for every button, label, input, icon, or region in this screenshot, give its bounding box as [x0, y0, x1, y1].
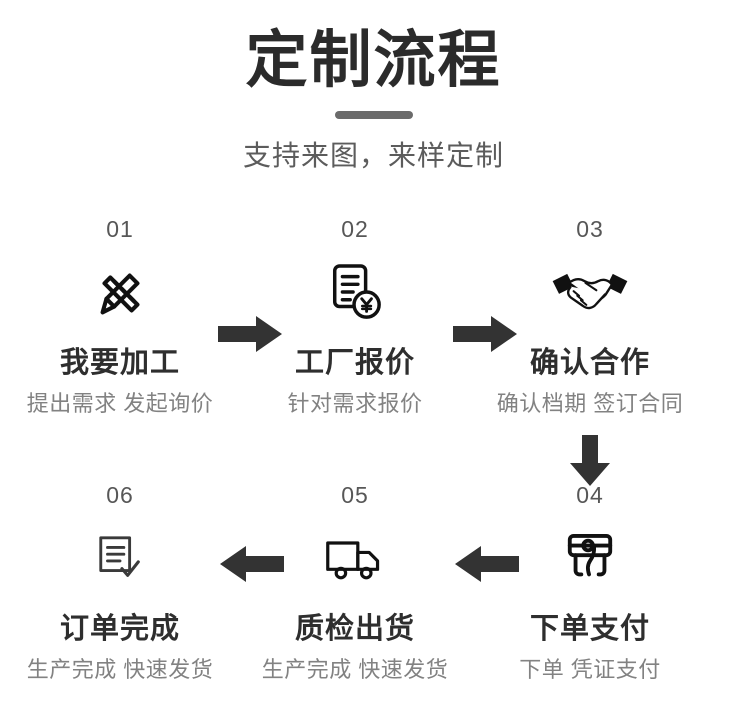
step-number: 02	[341, 216, 369, 242]
arrow-right-02-03	[451, 312, 521, 356]
flow-step-05[interactable]: 05 质检出货 生产完成 快速发货	[237, 480, 473, 683]
handshake-icon	[472, 256, 708, 330]
step-desc: 下单 凭证支付	[519, 656, 661, 682]
step-title: 工厂报价	[294, 347, 415, 379]
step-title: 确认合作	[529, 347, 650, 379]
page-title: 定制流程	[245, 26, 502, 95]
flow-step-06[interactable]: 06 订单完成 生产完成 快速发货	[2, 480, 238, 683]
step-number: 06	[106, 482, 134, 508]
arrow-right-01-02	[216, 312, 286, 356]
delivery-truck-icon	[237, 522, 473, 596]
step-desc: 生产完成 快速发货	[261, 656, 449, 682]
flow-row-one: 01 我要加工 提出需求 发起询价	[0, 214, 747, 438]
card-payment-icon	[472, 522, 708, 596]
step-desc: 针对需求报价	[287, 390, 423, 416]
arrow-down-03-04	[563, 433, 617, 489]
arrow-left-05-06	[216, 542, 286, 586]
flow-step-02[interactable]: 02 工厂报价 针对需求报价	[237, 214, 473, 417]
flow-step-04[interactable]: 04 下单支付 下单 凭证支付	[472, 480, 708, 683]
step-title: 下单支付	[529, 613, 650, 645]
step-desc: 提出需求 发起询价	[26, 390, 214, 416]
step-desc: 生产完成 快速发货	[26, 656, 214, 682]
step-title: 质检出货	[294, 613, 415, 645]
process-flow: 01 我要加工 提出需求 发起询价	[0, 214, 747, 682]
step-desc: 确认档期 签订合同	[496, 390, 684, 416]
arrow-left-04-05	[451, 542, 521, 586]
step-number: 04	[576, 482, 604, 508]
page-header: 定制流程 支持来图，来样定制	[0, 0, 747, 173]
step-number: 05	[341, 482, 369, 508]
flow-step-03[interactable]: 03 确认合作 确认档期 签订合同	[472, 214, 708, 417]
title-divider	[334, 111, 413, 120]
pencil-ruler-icon	[2, 256, 238, 330]
step-title: 我要加工	[59, 347, 180, 379]
document-check-icon	[2, 522, 238, 596]
step-number: 01	[106, 216, 134, 242]
step-number: 03	[576, 216, 604, 242]
flow-step-01[interactable]: 01 我要加工 提出需求 发起询价	[2, 214, 238, 417]
flow-row-two: 06 订单完成 生产完成 快速发货 05	[0, 435, 747, 682]
document-yuan-icon	[237, 256, 473, 330]
step-title: 订单完成	[59, 613, 180, 645]
page-subtitle: 支持来图，来样定制	[242, 140, 504, 172]
